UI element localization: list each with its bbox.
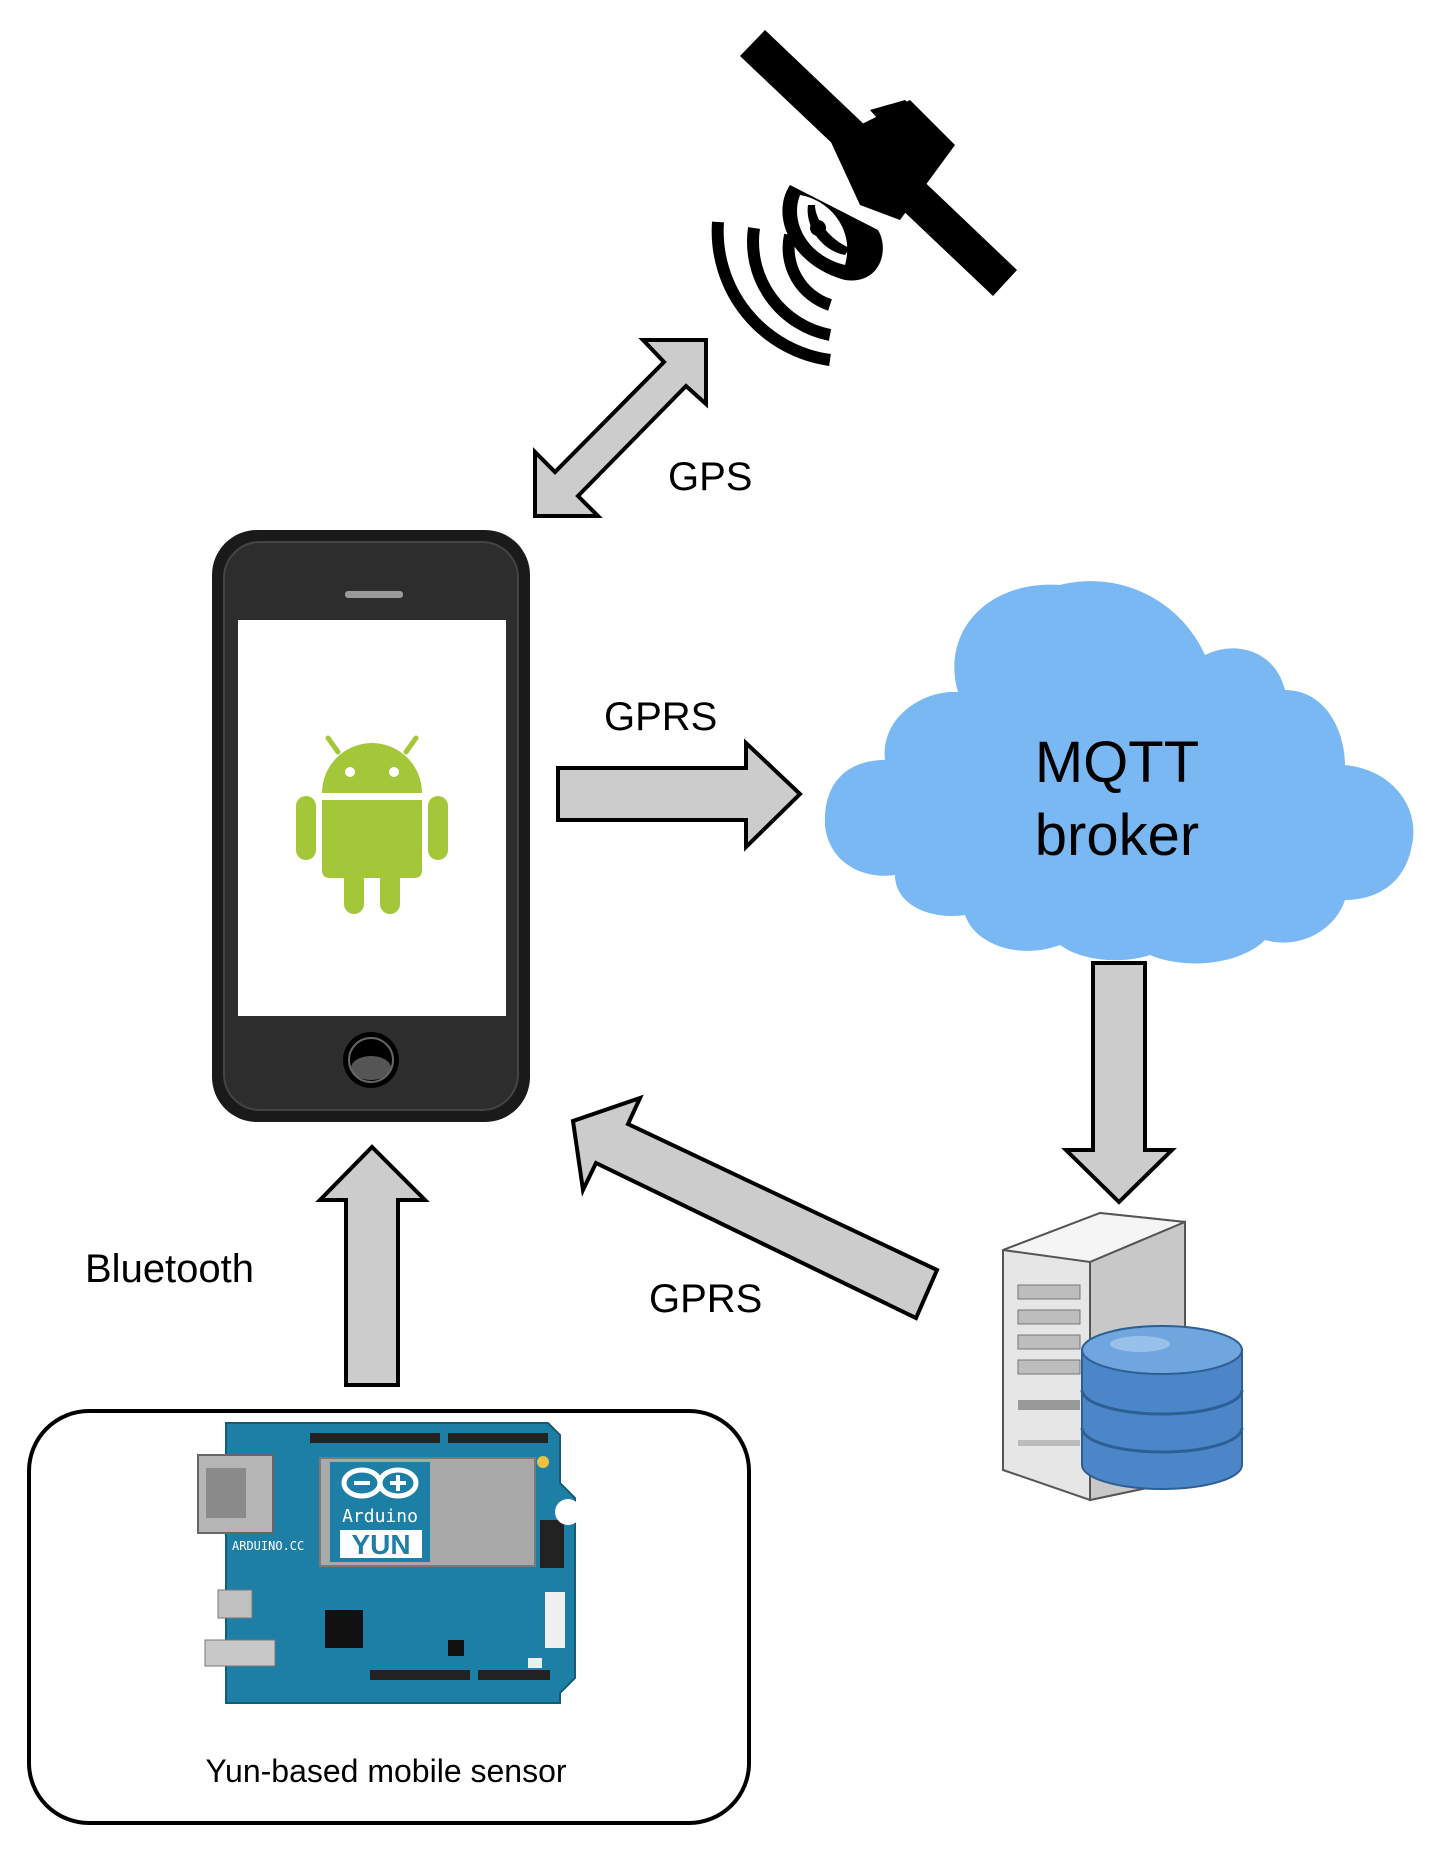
cloud-title-line2: broker: [1035, 803, 1199, 868]
gprs-downlink-arrow: [570, 1094, 940, 1321]
gprs-uplink-arrow: [556, 738, 803, 852]
bluetooth-label: Bluetooth: [85, 1247, 254, 1291]
board-brand: Arduino: [342, 1506, 418, 1527]
board-model: YUN: [351, 1529, 410, 1560]
gprs-downlink-label: GPRS: [649, 1277, 762, 1321]
gps-label: GPS: [668, 455, 752, 499]
gps-link-arrow: [533, 338, 708, 518]
cloud-icon: [824, 581, 1414, 964]
board-site: ARDUINO.CC: [232, 1539, 304, 1553]
arduino-board-icon: Arduino YUN ARDUINO.CC: [197, 1422, 581, 1704]
bluetooth-link-arrow: [315, 1144, 430, 1387]
android-icon: [296, 735, 448, 914]
sensor-caption: Yun-based mobile sensor: [205, 1753, 566, 1789]
database-icon: [1080, 1325, 1244, 1490]
gprs-uplink-label: GPRS: [604, 695, 717, 739]
broker-to-server-arrow: [1061, 961, 1177, 1205]
satellite-icon: [711, 30, 1017, 366]
cloud-title-line1: MQTT: [1035, 730, 1199, 795]
